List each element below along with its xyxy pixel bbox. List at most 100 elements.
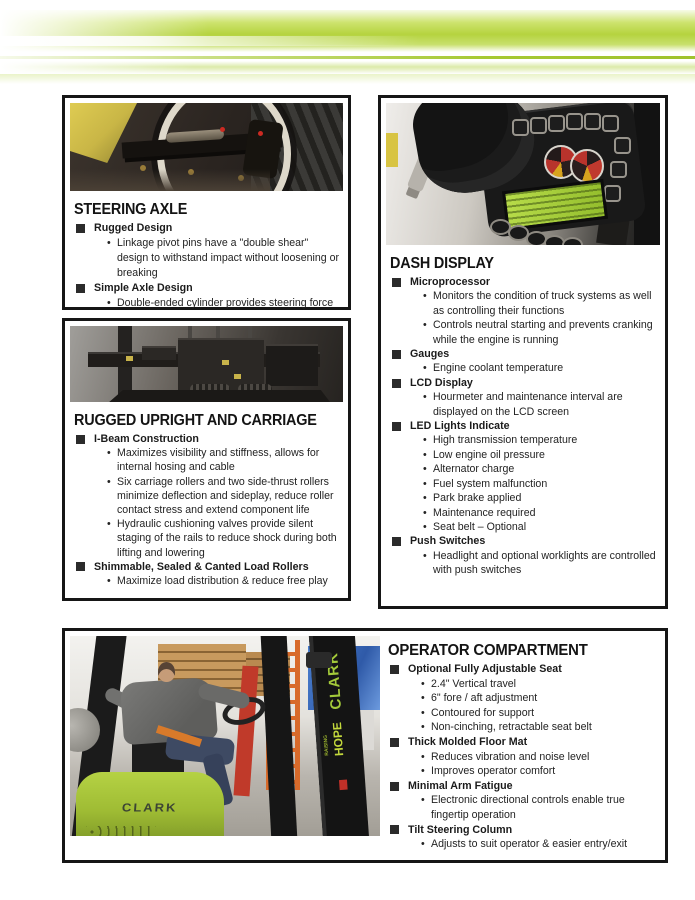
bullet-item: Maintenance required bbox=[423, 506, 659, 521]
bullet-item: Non-cinching, retractable seat belt bbox=[421, 720, 665, 735]
bullet-item: Double-ended cylinder provides steering … bbox=[107, 296, 342, 311]
feature-bullets: Adjusts to suit operator & easier entry/… bbox=[387, 837, 665, 852]
feature-label: Shimmable, Sealed & Canted Load Rollers bbox=[94, 560, 309, 573]
feature-heading: Push Switches bbox=[389, 534, 659, 548]
bullet-item: Park brake applied bbox=[423, 491, 659, 506]
dash-button-icon bbox=[610, 161, 627, 178]
feature-bullets: Engine coolant temperature bbox=[389, 361, 659, 376]
upright-carriage-photo bbox=[70, 326, 343, 402]
square-bullet-icon bbox=[76, 284, 85, 293]
bullet-item: Maximizes visibility and stiffness, allo… bbox=[107, 446, 342, 474]
feature-bullets: Double-ended cylinder provides steering … bbox=[73, 296, 342, 311]
bullet-item: Monitors the condition of truck systems … bbox=[423, 289, 659, 318]
swoosh-fade bbox=[0, 74, 695, 84]
oval-button-icon bbox=[562, 237, 583, 245]
operator-compartment-panel: CLARK CLARK HOPE RAISING OPERATOR COMPAR… bbox=[62, 628, 668, 863]
feature-item: Thick Molded Floor MatReduces vibration … bbox=[387, 735, 665, 779]
bullet-item: Reduces vibration and noise level bbox=[421, 750, 665, 765]
bullet-item: Seat belt – Optional bbox=[423, 520, 659, 535]
feature-bullets: Electronic directional controls enable t… bbox=[387, 793, 665, 822]
dash-display-text: DASH DISPLAY MicroprocessorMonitors the … bbox=[381, 250, 665, 578]
steering-axle-panel: STEERING AXLE Rugged DesignLinkage pivot… bbox=[62, 95, 351, 311]
bullet-item: Engine coolant temperature bbox=[423, 361, 659, 376]
square-bullet-icon bbox=[76, 434, 85, 444]
spring-graphic bbox=[190, 384, 230, 394]
swoosh-light-band bbox=[0, 61, 695, 74]
dash-button-icon bbox=[512, 119, 529, 136]
gauge-icon bbox=[570, 149, 604, 183]
bullet-item: High transmission temperature bbox=[423, 433, 659, 448]
feature-heading: Thick Molded Floor Mat bbox=[387, 735, 665, 750]
square-bullet-icon bbox=[392, 349, 401, 359]
mast-clamp-graphic bbox=[306, 652, 332, 668]
section-title: RUGGED UPRIGHT AND CARRIAGE bbox=[74, 412, 317, 429]
square-bullet-icon bbox=[76, 562, 85, 572]
carriage-block-graphic bbox=[266, 344, 318, 386]
feature-heading: Simple Axle Design bbox=[73, 281, 342, 296]
feature-item: Rugged DesignLinkage pivot pins have a "… bbox=[73, 221, 342, 281]
feature-item: LCD DisplayHourmeter and maintenance int… bbox=[389, 376, 659, 419]
feature-heading: LED Lights Indicate bbox=[389, 419, 659, 433]
grease-fitting-icon bbox=[220, 127, 225, 132]
hood-vents-graphic bbox=[86, 826, 156, 836]
feature-label: LED Lights Indicate bbox=[410, 420, 510, 433]
feature-label: LCD Display bbox=[410, 376, 473, 389]
operator-photo: CLARK CLARK HOPE RAISING bbox=[70, 636, 380, 836]
square-bullet-icon bbox=[392, 378, 401, 388]
feature-item: Push SwitchesHeadlight and optional work… bbox=[389, 534, 659, 577]
feature-item: MicroprocessorMonitors the condition of … bbox=[389, 275, 659, 347]
feature-item: Simple Axle DesignDouble-ended cylinder … bbox=[73, 281, 342, 311]
bullet-item: Fuel system malfunction bbox=[423, 477, 659, 492]
label-tag-icon bbox=[234, 374, 241, 379]
label-tag-icon bbox=[126, 356, 133, 361]
dash-button-icon bbox=[602, 115, 619, 132]
base-graphic bbox=[109, 390, 330, 402]
square-bullet-icon bbox=[392, 277, 401, 287]
feature-heading: Optional Fully Adjustable Seat bbox=[387, 662, 665, 677]
feature-heading: Minimal Arm Fatigue bbox=[387, 779, 665, 794]
bullet-item: 2.4" Vertical travel bbox=[421, 677, 665, 692]
dash-button-icon bbox=[584, 113, 601, 130]
feature-bullets: Headlight and optional worklights are co… bbox=[389, 549, 659, 578]
dash-display-photo bbox=[386, 103, 660, 245]
feature-heading: Rugged Design bbox=[73, 221, 342, 236]
dash-button-icon bbox=[548, 115, 565, 132]
square-bullet-icon bbox=[392, 537, 401, 547]
bullet-item: Linkage pivot pins have a "double shear"… bbox=[107, 236, 342, 281]
feature-list: Rugged DesignLinkage pivot pins have a "… bbox=[73, 221, 342, 311]
green-swoosh-banner bbox=[0, 6, 695, 84]
dash-button-icon bbox=[604, 185, 621, 202]
feature-bullets: Maximize load distribution & reduce free… bbox=[73, 574, 342, 588]
feature-heading: Shimmable, Sealed & Canted Load Rollers bbox=[73, 560, 342, 574]
operator-compartment-text: OPERATOR COMPARTMENT Optional Fully Adju… bbox=[387, 639, 665, 852]
bullet-item: Improves operator comfort bbox=[421, 764, 665, 779]
feature-bullets: Hourmeter and maintenance interval are d… bbox=[389, 390, 659, 419]
bolt-icon bbox=[140, 165, 146, 171]
dash-button-icon bbox=[614, 137, 631, 154]
swoosh-white-flare bbox=[0, 36, 420, 46]
feature-heading: LCD Display bbox=[389, 376, 659, 390]
engine-hood-graphic: CLARK bbox=[76, 772, 224, 836]
feature-label: Microprocessor bbox=[410, 276, 491, 288]
feature-list: I-Beam ConstructionMaximizes visibility … bbox=[73, 432, 342, 588]
feature-label: Gauges bbox=[410, 348, 450, 361]
yellow-body-graphic bbox=[386, 133, 398, 167]
feature-item: GaugesEngine coolant temperature bbox=[389, 347, 659, 376]
square-bullet-icon bbox=[392, 421, 401, 431]
feature-item: I-Beam ConstructionMaximizes visibility … bbox=[73, 432, 342, 560]
bullet-item: Six carriage rollers and two side-thrust… bbox=[107, 475, 342, 518]
bullet-item: Controls neutral starting and prevents c… bbox=[423, 318, 659, 347]
photo-shadow bbox=[70, 169, 270, 191]
steering-axle-photo bbox=[70, 103, 343, 191]
section-title: DASH DISPLAY bbox=[390, 255, 494, 272]
dash-button-icon bbox=[530, 117, 547, 134]
feature-label: Push Switches bbox=[410, 535, 486, 548]
square-bullet-icon bbox=[390, 664, 399, 674]
square-bullet-icon bbox=[390, 737, 399, 747]
feature-list: MicroprocessorMonitors the condition of … bbox=[389, 275, 659, 578]
clark-hood-logo: CLARK bbox=[121, 800, 179, 815]
feature-heading: Microprocessor bbox=[389, 275, 659, 289]
feature-label: I-Beam Construction bbox=[94, 433, 199, 445]
roller-block-graphic bbox=[142, 346, 176, 360]
